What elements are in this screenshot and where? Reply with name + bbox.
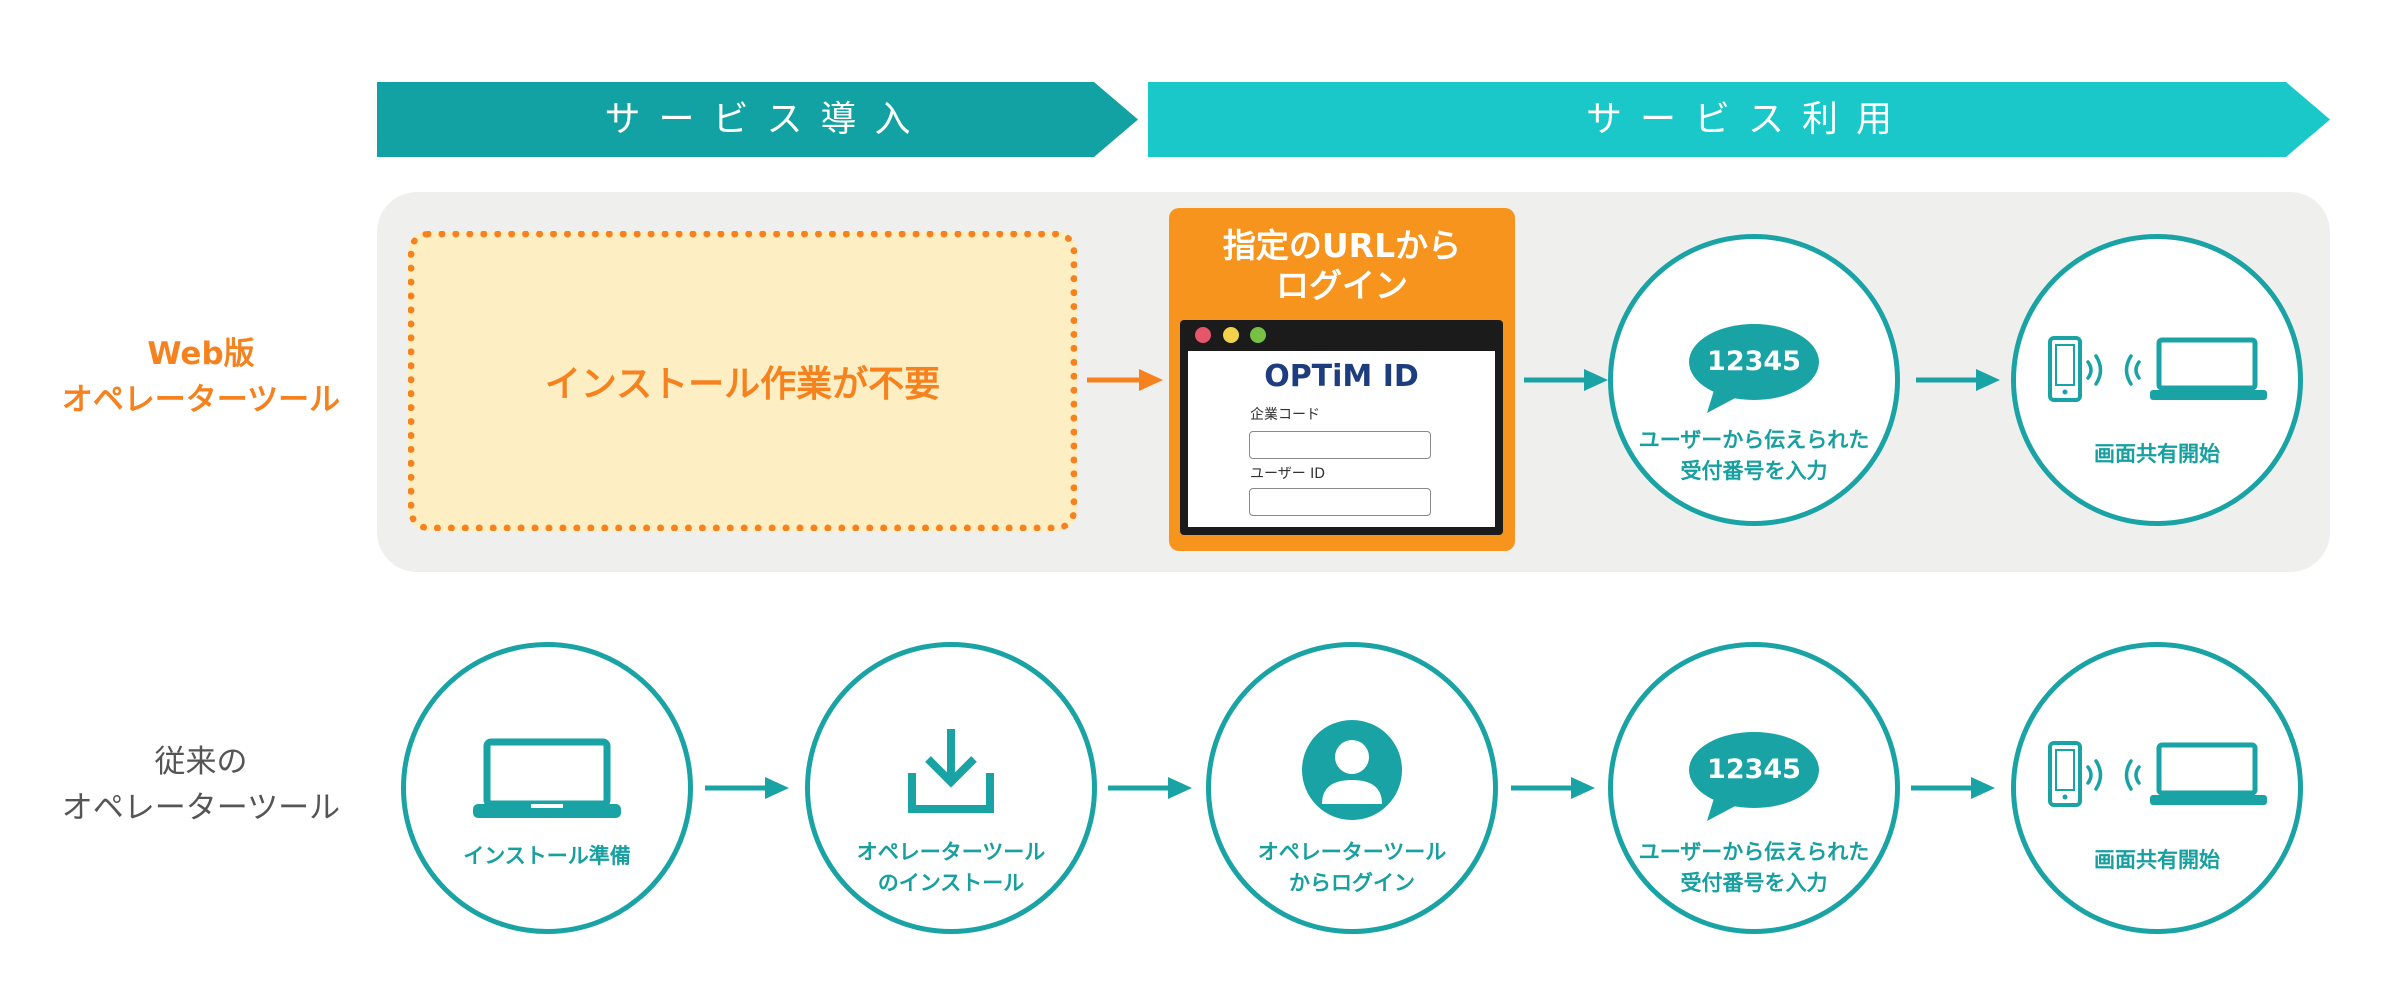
window-minimize-dot xyxy=(1223,327,1239,343)
arrow-right-icon xyxy=(1524,369,1608,391)
no-install-box: インストール作業が不要 xyxy=(408,231,1077,531)
window-maximize-dot xyxy=(1250,327,1266,343)
row-label-line: オペレーターツール xyxy=(61,790,341,826)
step-caption: 画面共有開始 xyxy=(2016,439,2298,470)
login-card-title: 指定のURLから ログイン xyxy=(1169,226,1515,306)
banner-service-intro: サービス導入 xyxy=(377,82,1138,157)
laptop-icon xyxy=(473,738,621,818)
step-caption: オペレーターツール からログイン xyxy=(1211,837,1493,899)
banner-service-usage: サービス利用 xyxy=(1148,82,2330,157)
step-caption-line: ユーザーから伝えられた xyxy=(1638,428,1870,452)
arrow-right-icon xyxy=(1511,777,1595,799)
login-card-title-line: 指定のURLから xyxy=(1222,226,1462,265)
row-label-legacy: 従来の オペレーターツール xyxy=(41,739,361,831)
row-label-line: 従来の xyxy=(154,744,248,780)
window-close-dot xyxy=(1195,327,1211,343)
login-card-title-line: ログイン xyxy=(1276,266,1408,305)
step-start-screen-share: 画面共有開始 xyxy=(2011,234,2303,526)
step-caption: ユーザーから伝えられた 受付番号を入力 xyxy=(1613,837,1895,899)
step-caption-line: ユーザーから伝えられた xyxy=(1638,840,1870,864)
step-install-operator-tool: オペレーターツール のインストール xyxy=(805,642,1097,934)
step-caption-line: オペレーターツール xyxy=(1257,840,1447,864)
arrow-right-icon xyxy=(705,777,789,799)
row-label-line: オペレーターツール xyxy=(61,382,341,418)
step-caption: 画面共有開始 xyxy=(2016,845,2298,876)
arrow-right-icon xyxy=(1911,777,1995,799)
download-icon xyxy=(908,729,994,813)
step-caption-line: のインストール xyxy=(877,871,1025,895)
user-icon xyxy=(1302,720,1402,820)
step-start-screen-share: 画面共有開始 xyxy=(2011,642,2303,934)
step-caption: ユーザーから伝えられた 受付番号を入力 xyxy=(1613,425,1895,487)
step-caption: オペレーターツール のインストール xyxy=(810,837,1092,899)
phone-to-laptop-icon xyxy=(2048,741,2267,807)
step-install-prep: インストール準備 xyxy=(401,642,693,934)
step-caption-line: 画面共有開始 xyxy=(2094,442,2220,466)
step-login-operator-tool: オペレーターツール からログイン xyxy=(1206,642,1498,934)
ticket-number: 12345 xyxy=(1707,754,1801,785)
login-card: 指定のURLから ログイン OPTiM ID 企業コード ユーザー ID xyxy=(1169,208,1515,551)
step-caption-line: からログイン xyxy=(1289,871,1415,895)
step-caption-line: 受付番号を入力 xyxy=(1680,459,1828,483)
step-caption-line: 画面共有開始 xyxy=(2094,848,2220,872)
arrow-right-icon xyxy=(1087,369,1163,391)
arrow-right-icon xyxy=(1108,777,1192,799)
arrow-right-icon xyxy=(1916,369,2000,391)
ticket-number: 12345 xyxy=(1707,346,1801,377)
user-id-label: ユーザー ID xyxy=(1250,466,1326,482)
brand-logo-text: OPTiM ID xyxy=(1264,359,1419,394)
browser-window: OPTiM ID 企業コード ユーザー ID xyxy=(1180,320,1503,535)
step-caption-line: インストール準備 xyxy=(463,844,631,868)
speech-bubble-icon: 12345 xyxy=(1687,323,1821,415)
step-enter-ticket-number: 12345 ユーザーから伝えられた 受付番号を入力 xyxy=(1608,642,1900,934)
phone-to-laptop-icon xyxy=(2048,336,2267,402)
step-enter-ticket-number: 12345 ユーザーから伝えられた 受付番号を入力 xyxy=(1608,234,1900,526)
speech-bubble-icon: 12345 xyxy=(1687,731,1821,823)
company-code-field xyxy=(1249,431,1431,459)
login-form: OPTiM ID 企業コード ユーザー ID xyxy=(1188,351,1495,527)
no-install-text: インストール作業が不要 xyxy=(544,364,941,405)
user-id-field xyxy=(1249,488,1431,516)
row-label-web: Web版 オペレーターツール xyxy=(41,331,361,423)
step-caption-line: オペレーターツール xyxy=(856,840,1046,864)
company-code-label: 企業コード xyxy=(1250,407,1320,423)
step-caption: インストール準備 xyxy=(406,841,688,872)
step-caption-line: 受付番号を入力 xyxy=(1680,871,1828,895)
row-label-line: Web版 xyxy=(147,336,255,372)
